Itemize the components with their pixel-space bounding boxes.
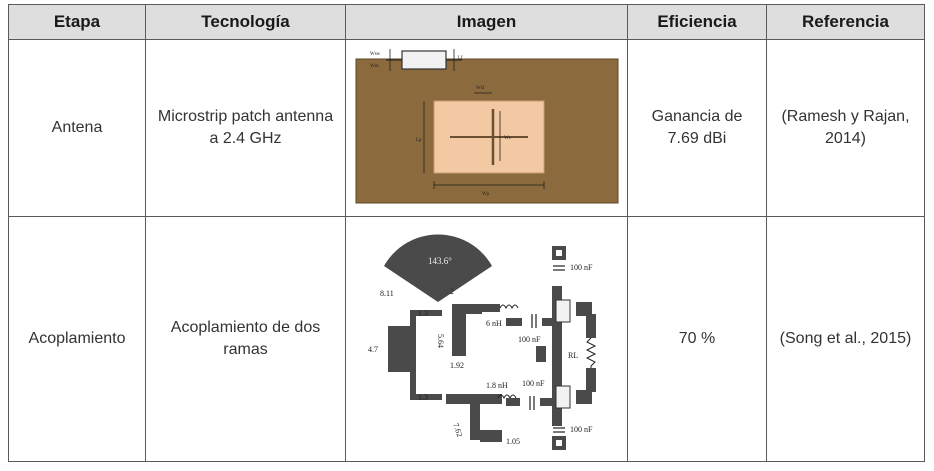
label-dim-a: 8.11 [380,289,394,298]
header-eficiencia: Eficiencia [627,4,767,40]
label-lf: Lf [458,56,463,61]
label-wsf: Wsf [476,86,485,91]
label-load: RL [568,351,578,360]
left-loop-trace [410,309,442,400]
label-angle: 143.6° [428,256,452,266]
table-row: Antena Microstrip patch antenna a 2.4 GH… [8,39,925,217]
label-dim-d: 5.64 [436,334,445,348]
cell-referencia: (Ramesh y Rajan, 2014) [766,39,925,217]
top-stub [452,303,466,356]
label-dim-i: 1.05 [506,437,520,446]
label-dim-g: 1.3 [418,393,428,402]
cell-referencia: (Song et al., 2015) [766,216,925,462]
cell-tecnologia: Microstrip patch antenna a 2.4 GHz [145,39,346,217]
label-cap-bottom: 100 nF [570,425,593,434]
label-dim-h: 7.62 [451,421,464,437]
label-ind2: 1.8 nH [486,381,508,390]
label-cap-series1: 100 nF [518,335,541,344]
header-row: Etapa Tecnología Imagen Eficiencia Refer… [8,4,925,40]
table-row: Acoplamiento Acoplamiento de dos ramas 1… [8,216,925,462]
label-wm: Wm [370,64,379,69]
label-dim-b: 2 [450,287,454,296]
label-ws: Ws [504,136,511,141]
comparison-table: Etapa Tecnología Imagen Eficiencia Refer… [8,4,925,462]
label-cap-series2: 100 nF [522,379,545,388]
left-port [388,325,416,372]
label-dim-c: 1.3 [418,309,428,318]
label-dim-e: 4.7 [368,345,378,354]
cell-eficiencia: 70 % [627,216,767,462]
radial-stub [384,233,492,302]
cell-etapa: Antena [8,39,146,217]
header-etapa: Etapa [8,4,146,40]
coupler-circuit-figure: 143.6° 8.11 2 4.7 1.3 1.3 5.64 1.92 [368,233,597,450]
cell-tecnologia: Acoplamiento de dos ramas [145,216,346,462]
header-tecnologia: Tecnología [145,4,346,40]
cell-imagen: Wsw Wm Lf Wsf Ws Lp Wp [345,39,628,217]
label-ind1: 6 nH [486,319,502,328]
header-imagen: Imagen [345,4,628,40]
patch-antenna-figure: Wsw Wm Lf Wsf Ws Lp Wp [355,48,619,203]
label-dim-f: 1.92 [450,361,464,370]
label-wp: Wp [482,192,490,197]
header-referencia: Referencia [766,4,925,40]
feed-block [401,49,447,70]
label-cap-top: 100 nF [570,263,593,272]
cell-eficiencia: Ganancia de 7.69 dBi [627,39,767,217]
label-lp: Lp [416,138,422,143]
cell-imagen: 143.6° 8.11 2 4.7 1.3 1.3 5.64 1.92 [345,216,628,462]
bottom-stub [446,393,502,404]
cell-etapa: Acoplamiento [8,216,146,462]
label-wsw: Wsw [370,52,381,57]
